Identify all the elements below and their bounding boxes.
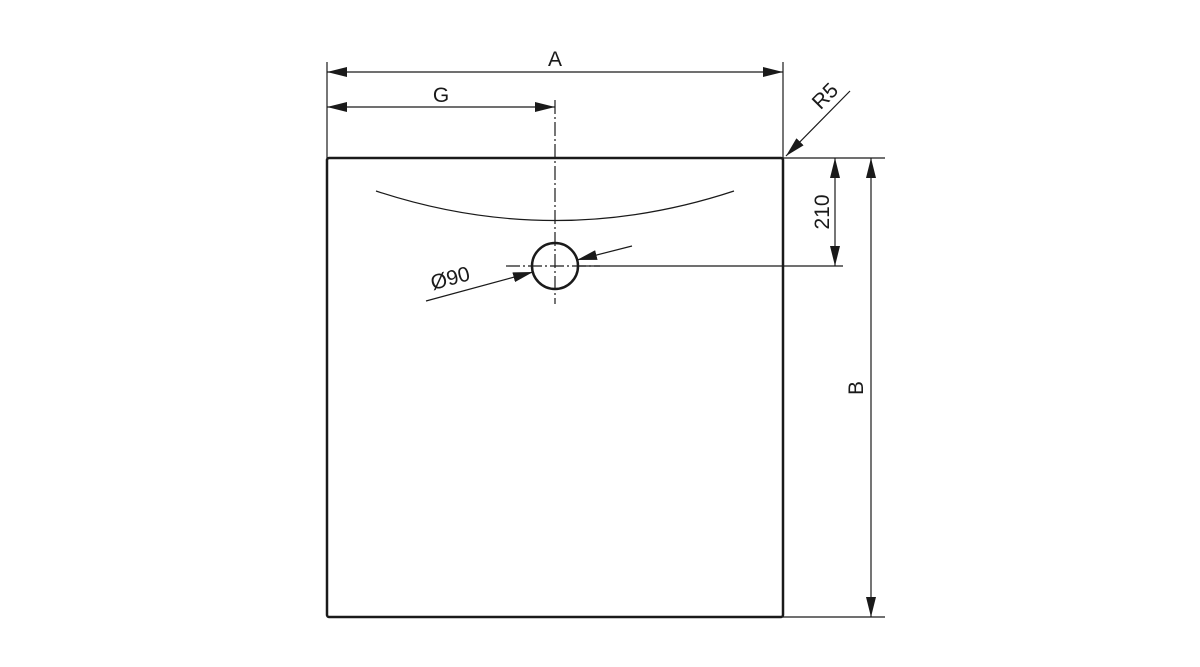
dimension-label-a: A: [548, 48, 562, 71]
dimension-label-210: 210: [811, 194, 834, 229]
dimension-label-g: G: [433, 84, 449, 107]
radius-label: R5: [808, 79, 843, 114]
diameter-leader-right: [576, 245, 633, 261]
tray-outline: [325, 156, 785, 619]
diameter-leader-left: [425, 271, 534, 302]
dimension-label-b: B: [845, 381, 868, 395]
radius-leader: [785, 90, 851, 157]
